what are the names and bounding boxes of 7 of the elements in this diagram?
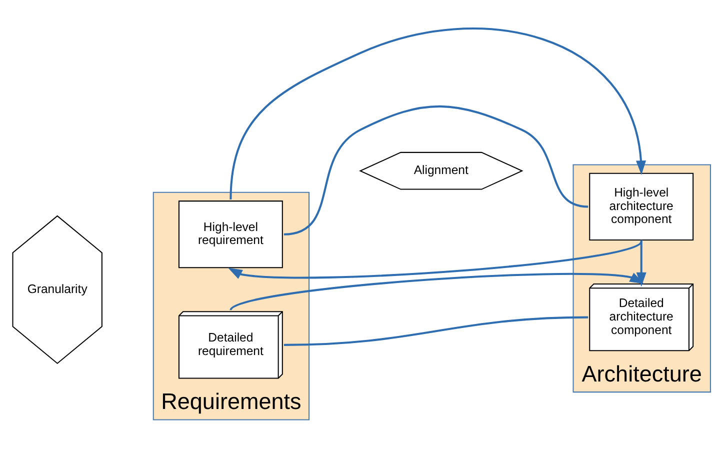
arrow: [636, 240, 646, 287]
connector: [284, 316, 588, 346]
arrow: [230, 28, 646, 200]
arrow: [230, 272, 644, 311]
node-box: High-level requirement: [178, 200, 283, 268]
node-box: High-level architecture component: [589, 172, 694, 240]
arrow: [228, 240, 642, 279]
